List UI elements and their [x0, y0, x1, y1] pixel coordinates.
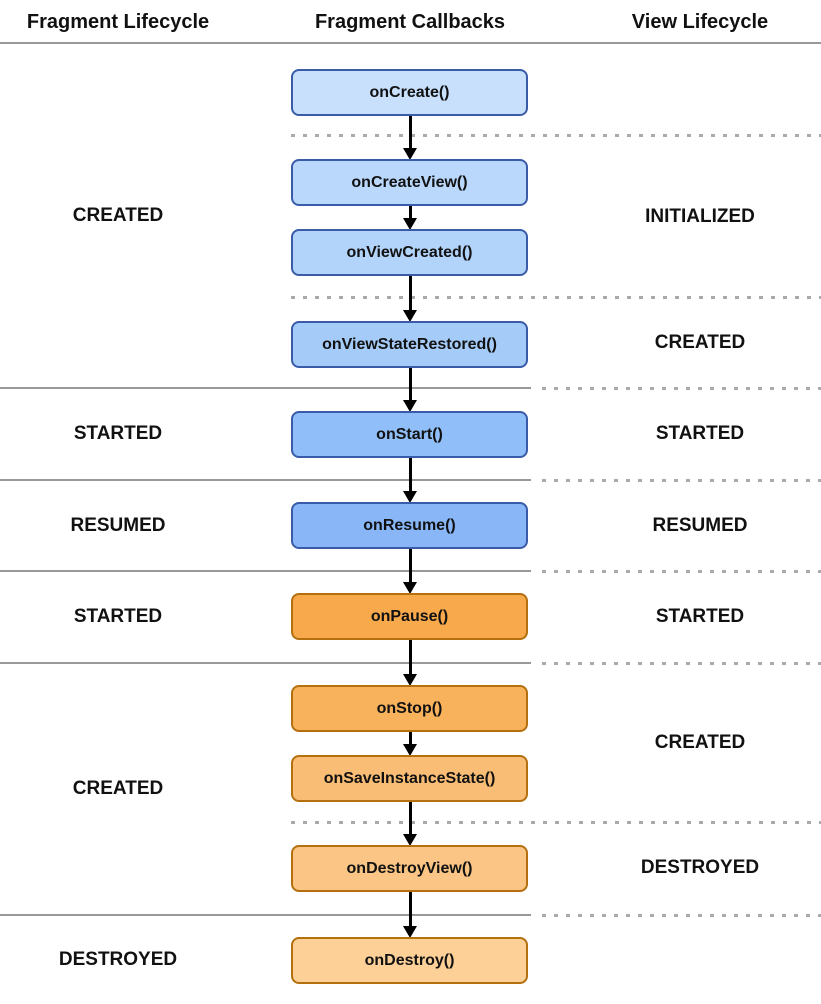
callback-box: onSaveInstanceState(): [291, 755, 528, 802]
fragment-state-label: CREATED: [72, 205, 164, 226]
separator-dashed-line: [542, 914, 821, 917]
flow-arrow-down-icon: [403, 582, 417, 594]
separator-dashed-line: [291, 296, 821, 299]
callback-box: onResume(): [291, 502, 528, 549]
separator-solid-line: [0, 387, 531, 389]
flow-arrow-stem: [408, 639, 412, 676]
callback-box: onStart(): [291, 411, 528, 458]
flow-arrow-stem: [408, 891, 412, 928]
separator-dashed-line: [542, 662, 821, 665]
separator-dashed-line: [291, 821, 821, 824]
flow-arrow-stem: [408, 115, 412, 150]
fragment-state-label: STARTED: [73, 423, 163, 444]
flow-arrow-stem: [408, 457, 412, 493]
callback-box: onViewCreated(): [291, 229, 528, 276]
flow-arrow-down-icon: [403, 148, 417, 160]
flow-arrow-stem: [408, 367, 412, 402]
view-state-label: INITIALIZED: [645, 206, 755, 227]
separator-solid-line: [0, 662, 531, 664]
flow-arrow-down-icon: [403, 310, 417, 322]
callback-box: onCreateView(): [291, 159, 528, 206]
view-state-label: STARTED: [655, 423, 745, 444]
separator-solid-line: [0, 570, 531, 572]
callback-box: onStop(): [291, 685, 528, 732]
view-state-label: STARTED: [655, 606, 745, 627]
column-header-fragment-callbacks: Fragment Callbacks: [314, 11, 506, 33]
separator-dashed-line: [291, 134, 821, 137]
fragment-state-label: STARTED: [73, 606, 163, 627]
flow-arrow-stem: [408, 801, 412, 836]
flow-arrow-down-icon: [403, 218, 417, 230]
callback-box: onDestroyView(): [291, 845, 528, 892]
fragment-state-label: DESTROYED: [58, 949, 178, 970]
flow-arrow-down-icon: [403, 491, 417, 503]
separator-dashed-line: [542, 479, 821, 482]
view-state-label: RESUMED: [652, 515, 748, 536]
flow-arrow-down-icon: [403, 834, 417, 846]
fragment-state-label: RESUMED: [70, 515, 166, 536]
flow-arrow-down-icon: [403, 674, 417, 686]
column-header-view-lifecycle: View Lifecycle: [631, 11, 769, 33]
flow-arrow-stem: [408, 548, 412, 584]
column-header-fragment-lifecycle: Fragment Lifecycle: [26, 11, 210, 33]
view-state-label: DESTROYED: [640, 857, 760, 878]
callback-box: onPause(): [291, 593, 528, 640]
separator-solid-line: [0, 42, 821, 44]
view-state-label: CREATED: [654, 732, 746, 753]
flow-arrow-down-icon: [403, 744, 417, 756]
callback-box: onDestroy(): [291, 937, 528, 984]
flow-arrow-stem: [408, 205, 412, 220]
separator-dashed-line: [542, 570, 821, 573]
flow-arrow-down-icon: [403, 926, 417, 938]
flow-arrow-down-icon: [403, 400, 417, 412]
separator-dashed-line: [542, 387, 821, 390]
view-state-label: CREATED: [654, 332, 746, 353]
separator-solid-line: [0, 479, 531, 481]
flow-arrow-stem: [408, 275, 412, 312]
separator-solid-line: [0, 914, 531, 916]
callback-box: onViewStateRestored(): [291, 321, 528, 368]
fragment-state-label: CREATED: [72, 778, 164, 799]
flow-arrow-stem: [408, 731, 412, 746]
callback-box: onCreate(): [291, 69, 528, 116]
